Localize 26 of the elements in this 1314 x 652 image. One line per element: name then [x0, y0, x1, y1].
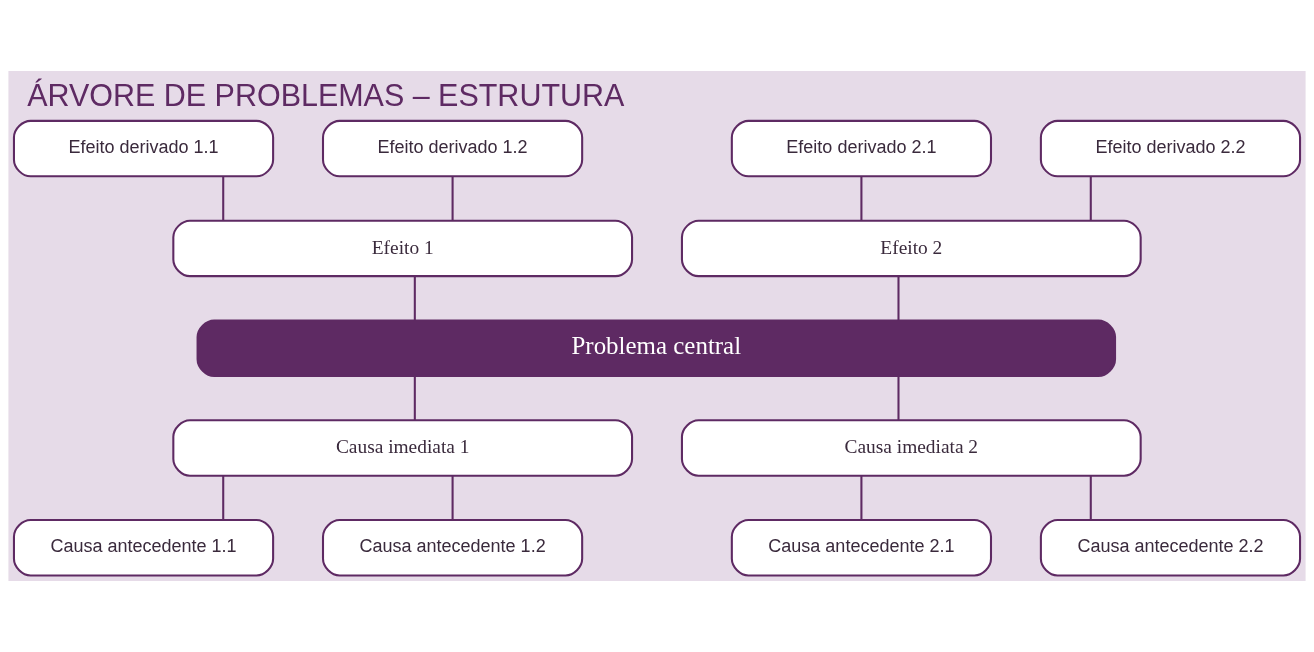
node-box: Causa antecedente 1.1	[12, 519, 275, 577]
node-box: Efeito derivado 2.1	[730, 119, 993, 178]
connector	[897, 375, 900, 420]
connector	[222, 176, 225, 221]
connector	[860, 176, 863, 221]
node-box: Problema central	[196, 319, 1117, 377]
node-box: Causa imediata 1	[172, 419, 634, 477]
connector	[451, 176, 454, 221]
node-box: Causa antecedente 2.1	[730, 519, 993, 577]
node-box: Efeito 1	[172, 219, 634, 278]
connector	[860, 475, 863, 520]
diagram-title: ÁRVORE DE PROBLEMAS – ESTRUTURA	[27, 78, 625, 113]
connector	[897, 276, 900, 321]
node-box: Efeito 2	[680, 219, 1142, 278]
node-box: Causa antecedente 1.2	[321, 519, 584, 577]
node-box: Efeito derivado 1.2	[321, 119, 584, 178]
connector	[451, 475, 454, 520]
connector	[413, 375, 416, 420]
connector	[1089, 475, 1092, 520]
connector	[222, 475, 225, 520]
node-box: Efeito derivado 1.1	[12, 119, 275, 178]
connector	[413, 276, 416, 321]
node-box: Causa antecedente 2.2	[1039, 519, 1302, 577]
connector	[1089, 176, 1092, 221]
node-box: Causa imediata 2	[680, 419, 1142, 477]
node-box: Efeito derivado 2.2	[1039, 119, 1302, 178]
